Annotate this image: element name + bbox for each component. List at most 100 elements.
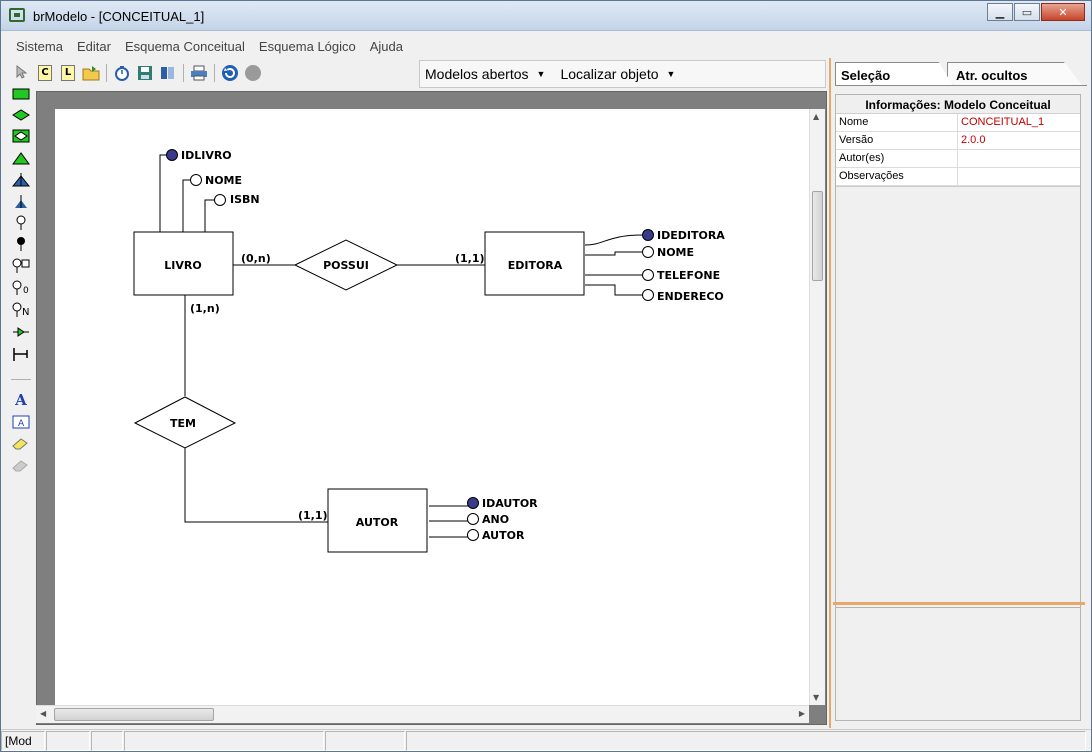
menu-esquema-logico[interactable]: Esquema Lógico	[258, 38, 356, 54]
attr-line	[585, 251, 643, 256]
exclusive-specialization-tool[interactable]	[11, 171, 31, 189]
scroll-right-icon[interactable]: ▶	[798, 709, 805, 718]
property-row[interactable]: Autor(es)	[836, 150, 1080, 168]
tab-hidden-attributes[interactable]: Atr. ocultos	[947, 62, 1083, 86]
horizontal-scrollbar[interactable]: ◀ ▶	[36, 705, 809, 723]
scroll-down-icon[interactable]: ▼	[813, 693, 820, 702]
new-logical-button[interactable]: L	[58, 63, 78, 83]
property-row[interactable]: Observações	[836, 168, 1080, 186]
attribute-telefone[interactable]: TELEFONE	[642, 269, 721, 282]
vertical-scroll-thumb[interactable]	[812, 191, 823, 281]
title-bar: brModelo - [CONCEITUAL_1] ▁ ▭ ✕	[1, 1, 1091, 31]
tab-selection[interactable]: Seleção	[835, 62, 953, 86]
associative-entity-tool[interactable]	[11, 127, 31, 145]
key-attribute-tool[interactable]	[11, 235, 31, 253]
maximize-button[interactable]: ▭	[1014, 3, 1040, 21]
panel-splitter[interactable]	[829, 58, 831, 728]
property-value[interactable]	[958, 150, 1080, 167]
entity-autor[interactable]: AUTOR	[327, 488, 428, 553]
attribute-isbn[interactable]: ISBN	[214, 193, 260, 206]
entity-livro[interactable]: LIVRO	[133, 231, 234, 296]
palette-separator	[11, 379, 31, 380]
connector-icon	[13, 327, 29, 337]
self-relationship-tool[interactable]	[11, 345, 31, 363]
new-logical-icon: L	[61, 65, 75, 81]
open-button[interactable]	[81, 63, 101, 83]
find-object-label: Localizar objeto	[560, 66, 659, 82]
vertical-scrollbar[interactable]: ▲ ▼	[809, 109, 825, 705]
relationship-tool[interactable]	[11, 106, 31, 124]
status-cell	[46, 731, 90, 751]
property-row[interactable]: Versão 2.0.0	[836, 132, 1080, 150]
status-cell	[325, 731, 405, 751]
property-row[interactable]: Nome CONCEITUAL_1	[836, 114, 1080, 132]
diagram-canvas[interactable]: LIVRO EDITORA AUTOR POSSUI TEM (0,n) (1,…	[55, 109, 809, 705]
associative-entity-icon	[12, 129, 30, 143]
connector-tool[interactable]	[11, 323, 31, 341]
attribute-ideditora[interactable]: IDEDITORA	[642, 229, 726, 242]
attribute-idlivro[interactable]: IDLIVRO	[166, 149, 232, 162]
attribute-nome-livro[interactable]: NOME	[190, 174, 243, 187]
attribute-nome-livro-label: NOME	[205, 174, 242, 187]
specialization-tool[interactable]	[11, 149, 31, 167]
menu-sistema[interactable]: Sistema	[16, 38, 63, 54]
entity-tool[interactable]	[11, 85, 31, 103]
menu-editar[interactable]: Editar	[76, 38, 111, 54]
redo-disabled-icon	[245, 65, 261, 81]
status-cell-mode: [Mod	[1, 731, 45, 751]
relationship-tem-label: TEM	[170, 417, 196, 430]
attr-line	[204, 199, 215, 232]
close-button[interactable]: ✕	[1041, 3, 1085, 21]
open-models-dropdown[interactable]: Modelos abertos ▼	[425, 66, 545, 82]
text-tool[interactable]: A	[11, 391, 31, 409]
tab-underline	[835, 85, 1087, 86]
property-value[interactable]: CONCEITUAL_1	[961, 116, 1045, 128]
pointer-icon	[16, 65, 27, 79]
new-conceptual-button[interactable]: C	[35, 63, 55, 83]
minimize-button[interactable]: ▁	[987, 3, 1013, 21]
chevron-down-icon: ▼	[536, 69, 546, 79]
chevron-down-icon: ▼	[666, 69, 676, 79]
multivalued-attribute-icon: N	[12, 302, 29, 318]
attribute-ano-label: ANO	[482, 513, 509, 526]
scroll-up-icon[interactable]: ▲	[813, 112, 820, 121]
menu-ajuda[interactable]: Ajuda	[369, 38, 403, 54]
attribute-tool[interactable]	[11, 214, 31, 232]
specialization-icon	[12, 152, 30, 165]
undo-button[interactable]	[220, 63, 240, 83]
entity-editora[interactable]: EDITORA	[484, 231, 585, 296]
find-object-dropdown[interactable]: Localizar objeto ▼	[560, 66, 675, 82]
horizontal-scroll-thumb[interactable]	[54, 708, 214, 721]
save-button[interactable]	[135, 63, 155, 83]
attribute-autor[interactable]: AUTOR	[467, 529, 525, 542]
save-as-button[interactable]	[158, 63, 178, 83]
panel-splitter-horizontal[interactable]	[833, 602, 1085, 605]
optional-attribute-tool[interactable]: 0	[11, 279, 31, 297]
timer-button[interactable]	[112, 63, 132, 83]
property-key: Versão	[836, 132, 958, 149]
menu-esquema-conceitual[interactable]: Esquema Conceitual	[124, 38, 245, 54]
property-value[interactable]	[958, 168, 1080, 185]
print-button[interactable]	[189, 63, 209, 83]
multivalued-attribute-tool[interactable]: N	[11, 301, 31, 319]
property-value[interactable]: 2.0.0	[961, 134, 986, 146]
attr-line	[182, 179, 191, 232]
relationship-possui[interactable]: POSSUI	[293, 239, 399, 291]
redo-button[interactable]	[243, 63, 263, 83]
tem-autor-line	[184, 447, 328, 523]
attribute-idautor[interactable]: IDAUTOR	[467, 497, 539, 510]
composite-attribute-tool[interactable]	[11, 257, 31, 275]
svg-text:A: A	[18, 419, 25, 429]
attribute-ano[interactable]: ANO	[467, 513, 510, 526]
relationship-tem[interactable]: TEM	[133, 396, 237, 449]
scroll-left-icon[interactable]: ◀	[40, 709, 47, 718]
disabled-tool[interactable]	[11, 457, 31, 475]
eraser-tool[interactable]	[11, 435, 31, 453]
pointer-tool[interactable]	[11, 63, 31, 81]
generalization-tool[interactable]	[11, 193, 31, 211]
generalization-icon	[15, 195, 27, 208]
attr-line	[585, 284, 643, 296]
attribute-nome-editora[interactable]: NOME	[642, 246, 695, 259]
textbox-tool[interactable]: A	[11, 413, 31, 431]
attribute-endereco[interactable]: ENDERECO	[642, 289, 724, 304]
